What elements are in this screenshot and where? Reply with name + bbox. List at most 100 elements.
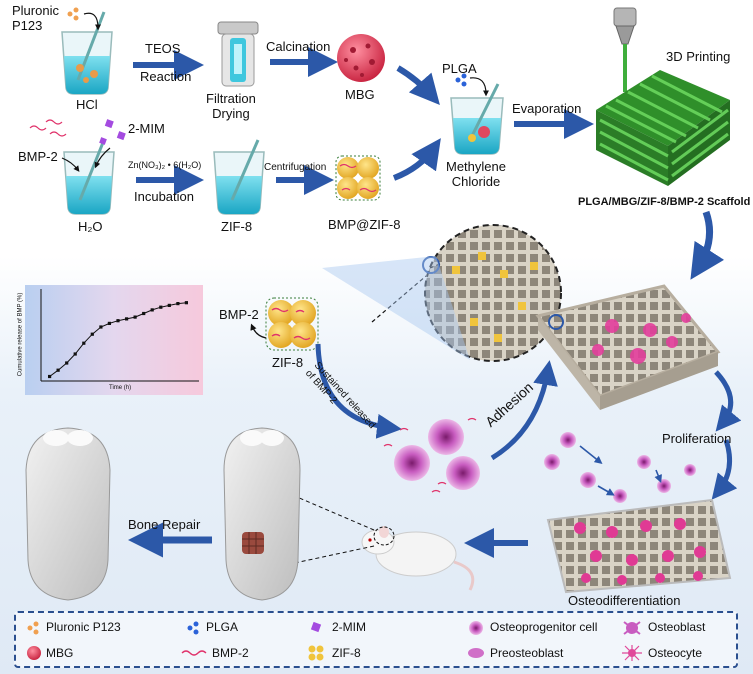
zif8-particle-mid xyxy=(265,297,319,351)
label-scaffold-title: PLGA/MBG/ZIF-8/BMP-2 Scaffold xyxy=(578,196,751,208)
mbg-sphere xyxy=(337,34,385,82)
release-point xyxy=(90,332,94,336)
arrow-scaffold-down xyxy=(690,210,725,280)
osteo-scaffold xyxy=(546,498,732,594)
release-point xyxy=(107,321,111,325)
label-proliferation: Proliferation xyxy=(662,431,732,446)
osteocyte-icon xyxy=(622,645,642,661)
legend-label-osteocyte: Osteocyte xyxy=(648,646,703,660)
label-filtration: Filtration Drying xyxy=(206,91,256,121)
release-point xyxy=(56,368,60,372)
zoom-cone xyxy=(322,256,470,360)
mim-diamond-icon xyxy=(310,621,322,633)
legend-icons xyxy=(27,621,642,661)
label-hcl: HCl xyxy=(76,97,98,112)
magnified-view xyxy=(424,224,562,362)
release-point xyxy=(167,303,171,307)
preosteoblast-icon xyxy=(468,648,484,658)
label-3d-printing: 3D Printing xyxy=(666,49,731,64)
cell-seeded-scaffold xyxy=(535,284,721,410)
mbg-sphere-icon xyxy=(27,646,41,660)
label-h2o: H₂O xyxy=(78,219,103,234)
osteoprogenitor-icon xyxy=(469,621,483,635)
label-bmp2-top: BMP-2 xyxy=(18,149,58,164)
arrow-mbg-to-beaker xyxy=(396,65,440,106)
arrow-sustained-release xyxy=(315,343,402,439)
legend-label-preosteoblast: Preosteoblast xyxy=(490,646,564,660)
label-zinc-nitrate: Zn(NO₃)₂ • 6(H₂O) xyxy=(128,160,202,170)
label-centrifugation: Centrifugation xyxy=(264,162,327,173)
plga-dots-icon xyxy=(455,73,467,87)
release-point xyxy=(48,374,52,379)
bmp2-wave-top-icon xyxy=(29,119,67,137)
release-point xyxy=(73,352,77,356)
label-bmp2-mid: BMP-2 xyxy=(219,307,259,322)
legend-label-osteoblast: Osteoblast xyxy=(648,620,706,634)
bmp-zif8-cluster xyxy=(335,155,381,201)
release-point xyxy=(65,361,69,365)
legend-label-bmp2: BMP-2 xyxy=(212,646,249,660)
release-point xyxy=(99,325,103,329)
label-osteodifferentiation: Osteodifferentiation xyxy=(568,593,681,608)
release-chart-plot xyxy=(40,289,199,382)
legend-label-osteoprogenitor: Osteoprogenitor cell xyxy=(490,620,598,634)
chart-xlabel: Time (h) xyxy=(109,385,132,391)
label-bmp-zif8: BMP@ZIF-8 xyxy=(328,217,401,232)
label-incubation: Incubation xyxy=(134,189,194,204)
release-point xyxy=(184,301,188,305)
release-point xyxy=(116,319,120,323)
label-calcination: Calcination xyxy=(266,39,331,54)
legend-label-pluronic: Pluronic P123 xyxy=(46,620,121,634)
legend-label-mbg: MBG xyxy=(46,646,74,660)
printer-nozzle xyxy=(613,7,637,92)
label-zif8-top: ZIF-8 xyxy=(221,219,253,234)
plga-dots-icon xyxy=(187,621,199,635)
arrow-zif-to-beaker xyxy=(392,138,441,181)
chart-ylabel: Cumulative release of BMP (%) xyxy=(17,292,24,377)
filtration-device xyxy=(217,21,259,87)
arrow-adhesion xyxy=(490,360,558,461)
zoom-source-marker xyxy=(422,256,440,274)
zif8-cluster-icon xyxy=(308,645,324,661)
release-curve-line xyxy=(49,302,187,377)
beaker-methylene xyxy=(450,83,504,155)
released-cells xyxy=(383,417,480,493)
beaker-hcl xyxy=(61,11,113,95)
label-evaporation: Evaporation xyxy=(512,101,582,116)
legend-label-2mim: 2-MIM xyxy=(332,620,366,634)
release-point xyxy=(142,311,146,316)
release-point xyxy=(159,305,163,309)
rat xyxy=(361,526,475,591)
bmp2-wave-icon xyxy=(181,650,207,656)
legend-label-plga: PLGA xyxy=(206,620,239,634)
skull-repaired xyxy=(25,427,111,601)
arrow-differentiation xyxy=(711,439,738,500)
beaker-zif8 xyxy=(213,139,265,215)
proliferating-cells xyxy=(544,432,696,503)
skull-implanted xyxy=(223,427,301,601)
pluronic-dots-icon xyxy=(27,621,39,635)
release-point xyxy=(150,308,154,312)
label-2mim: 2-MIM xyxy=(128,121,165,136)
label-plga: PLGA xyxy=(442,61,477,76)
mim-diamond-top-icon xyxy=(99,119,126,145)
label-pluronic: Pluronic P123 xyxy=(12,3,59,33)
release-chart: Cumulative release of BMP (%) Time (h) xyxy=(17,285,203,395)
label-mbg: MBG xyxy=(345,87,375,102)
legend: Pluronic P123 PLGA 2-MIM Osteoprogenitor… xyxy=(14,611,738,668)
pluronic-dots-icon xyxy=(67,7,79,21)
label-teos: TEOS xyxy=(145,41,181,56)
legend-label-zif8: ZIF-8 xyxy=(332,646,361,660)
label-zif8-mid: ZIF-8 xyxy=(272,355,304,370)
release-point xyxy=(133,315,137,319)
release-point xyxy=(125,317,129,321)
osteoblast-icon xyxy=(623,621,641,635)
release-point xyxy=(82,341,86,345)
label-bone-repair: Bone Repair xyxy=(128,517,201,532)
release-point xyxy=(176,302,180,306)
arrow-proliferation xyxy=(714,370,742,432)
label-methylene: Methylene Chloride xyxy=(446,159,506,189)
label-reaction: Reaction xyxy=(140,69,192,84)
printed-scaffold xyxy=(596,70,730,186)
